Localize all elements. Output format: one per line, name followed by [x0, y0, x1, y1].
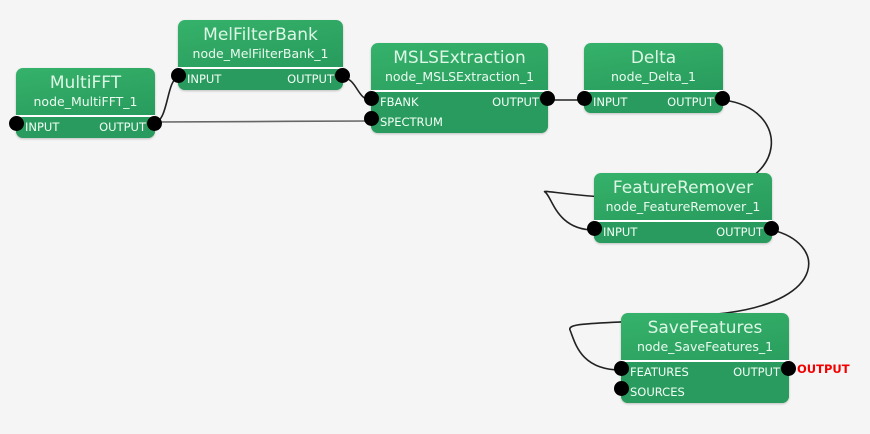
output-port-dot-output[interactable] — [715, 91, 730, 106]
input-port-dot-sources[interactable] — [614, 381, 629, 396]
output-port-label-output[interactable]: OUTPUT — [492, 95, 539, 109]
node-ports: INPUT OUTPUT — [178, 69, 343, 90]
port-row: SPECTRUM — [371, 112, 548, 132]
node-subtitle: node_MSLSExtraction_1 — [384, 69, 535, 84]
port-row: INPUT OUTPUT — [16, 117, 155, 137]
port-row: INPUT OUTPUT — [594, 222, 772, 242]
input-port-label-sources[interactable]: SOURCES — [630, 385, 685, 399]
input-port-label-spectrum[interactable]: SPECTRUM — [380, 115, 443, 129]
node-subtitle: node_Delta_1 — [611, 69, 696, 84]
node-subtitle: node_MelFilterBank_1 — [192, 46, 329, 61]
input-port-dot-input[interactable] — [577, 91, 592, 106]
output-port-label-output[interactable]: OUTPUT — [733, 365, 780, 379]
node-ports: FBANK OUTPUT SPECTRUM — [371, 92, 548, 133]
node-title: MelFilterBank — [203, 25, 318, 45]
output-port-dot-output[interactable] — [764, 221, 779, 236]
input-port-dot-spectrum[interactable] — [364, 111, 379, 126]
output-port-dot-output[interactable] — [335, 68, 350, 83]
output-port-label-output[interactable]: OUTPUT — [716, 225, 763, 239]
output-port-label-output[interactable]: OUTPUT — [287, 72, 334, 86]
input-port-label-input[interactable]: INPUT — [25, 120, 60, 134]
connection-wire[interactable] — [154, 120, 372, 123]
output-port-label-output[interactable]: OUTPUT — [99, 120, 146, 134]
node-title: MSLSExtraction — [393, 48, 526, 68]
node-title: FeatureRemover — [612, 178, 754, 198]
node-title: Delta — [630, 48, 677, 68]
node-ports: INPUT OUTPUT — [594, 222, 772, 243]
input-port-dot-input[interactable] — [171, 68, 186, 83]
output-port-dot-output[interactable] — [540, 91, 555, 106]
input-port-dot-fbank[interactable] — [364, 91, 379, 106]
node-ports: INPUT OUTPUT — [584, 92, 723, 113]
port-row: SOURCES — [621, 382, 789, 402]
port-row: INPUT OUTPUT — [584, 92, 723, 112]
output-port-label-output[interactable]: OUTPUT — [667, 95, 714, 109]
port-row: FBANK OUTPUT — [371, 92, 548, 112]
node-title: MultiFFT — [49, 73, 122, 93]
output-port-dot-output[interactable] — [147, 116, 162, 131]
external-output-label: OUTPUT — [797, 362, 850, 376]
node-subtitle: node_FeatureRemover_1 — [605, 199, 761, 214]
input-port-label-input[interactable]: INPUT — [593, 95, 628, 109]
node-ports: INPUT OUTPUT — [16, 117, 155, 138]
node-subtitle: node_SaveFeatures_1 — [636, 339, 774, 354]
output-port-dot-output[interactable] — [781, 361, 796, 376]
node-ports: FEATURES OUTPUT SOURCES — [621, 362, 789, 403]
input-port-label-input[interactable]: INPUT — [603, 225, 638, 239]
input-port-label-input[interactable]: INPUT — [187, 72, 222, 86]
input-port-dot-input[interactable] — [587, 221, 602, 236]
input-port-label-features[interactable]: FEATURES — [630, 365, 689, 379]
input-port-dot-features[interactable] — [614, 361, 629, 376]
connection-wire[interactable] — [154, 77, 179, 123]
input-port-label-fbank[interactable]: FBANK — [380, 95, 419, 109]
node-title: SaveFeatures — [647, 318, 763, 338]
port-row: FEATURES OUTPUT — [621, 362, 789, 382]
input-port-dot-input[interactable] — [9, 116, 24, 131]
node-subtitle: node_MultiFFT_1 — [33, 94, 138, 109]
port-row: INPUT OUTPUT — [178, 69, 343, 89]
